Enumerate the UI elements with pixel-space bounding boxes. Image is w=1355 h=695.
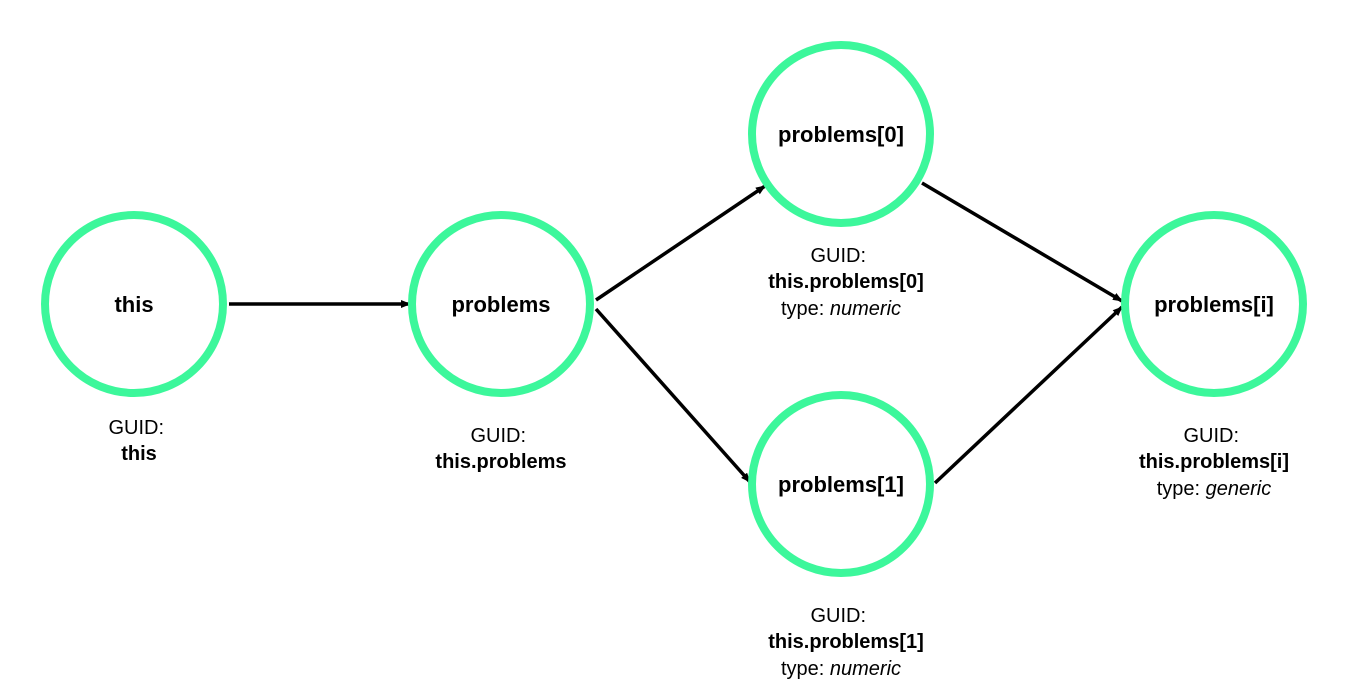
edge-problems-to-problems-1	[594, 307, 752, 484]
node-title-this: this	[114, 292, 153, 317]
guid-value-problems: this.problems	[435, 451, 566, 473]
guid-label-problems-i: GUID:	[1183, 425, 1239, 447]
node-circle-problems-1	[748, 391, 934, 577]
node-title-problems-0: problems[0]	[778, 122, 904, 147]
node-info-problems-i: GUID: this.problems[i]	[1139, 425, 1289, 473]
guid-value-problems-i: this.problems[i]	[1139, 451, 1289, 473]
guid-label-problems: GUID:	[470, 425, 526, 447]
type-value-problems-1: numeric	[830, 658, 901, 680]
type-label-problems-i: type:	[1157, 478, 1200, 500]
node-problems-0: problems[0] GUID: this.problems[0] type:…	[748, 41, 934, 320]
node-title-problems: problems	[451, 292, 550, 317]
node-circle-this	[41, 211, 227, 397]
edge-problems-1-to-problems-i	[933, 305, 1124, 485]
edge-problems-to-problems-0	[595, 184, 766, 302]
edge-problems-0-to-problems-i	[921, 181, 1123, 303]
node-circle-problems-0	[748, 41, 934, 227]
guid-label-problems-1: GUID:	[810, 605, 866, 627]
guid-label-this: GUID:	[108, 417, 164, 439]
node-this: this GUID: this	[41, 211, 227, 465]
type-line-problems-1: type: numeric	[781, 658, 901, 680]
type-value-problems-0: numeric	[830, 298, 901, 320]
node-problems: problems GUID: this.problems	[408, 211, 594, 473]
type-line-problems-i: type: generic	[1157, 478, 1272, 500]
node-problems-i: problems[i] GUID: this.problems[i] type:…	[1121, 211, 1307, 500]
guid-value-problems-1: this.problems[1]	[768, 631, 924, 653]
node-title-problems-i: problems[i]	[1154, 292, 1274, 317]
type-value-problems-i: generic	[1206, 478, 1272, 500]
node-circle-problems-i	[1121, 211, 1307, 397]
node-info-problems: GUID: this.problems	[435, 425, 566, 473]
node-circle-problems	[408, 211, 594, 397]
node-title-problems-1: problems[1]	[778, 472, 904, 497]
type-label-problems-0: type:	[781, 298, 824, 320]
guid-label-problems-0: GUID:	[810, 245, 866, 267]
type-label-problems-1: type:	[781, 658, 824, 680]
guid-value-problems-0: this.problems[0]	[768, 271, 924, 293]
node-info-problems-0: GUID: this.problems[0]	[768, 245, 924, 293]
node-problems-1: problems[1] GUID: this.problems[1] type:…	[748, 391, 934, 680]
type-line-problems-0: type: numeric	[781, 298, 901, 320]
node-info-problems-1: GUID: this.problems[1]	[768, 605, 924, 653]
node-info-this: GUID: this	[108, 417, 169, 465]
guid-value-this: this	[121, 443, 157, 465]
